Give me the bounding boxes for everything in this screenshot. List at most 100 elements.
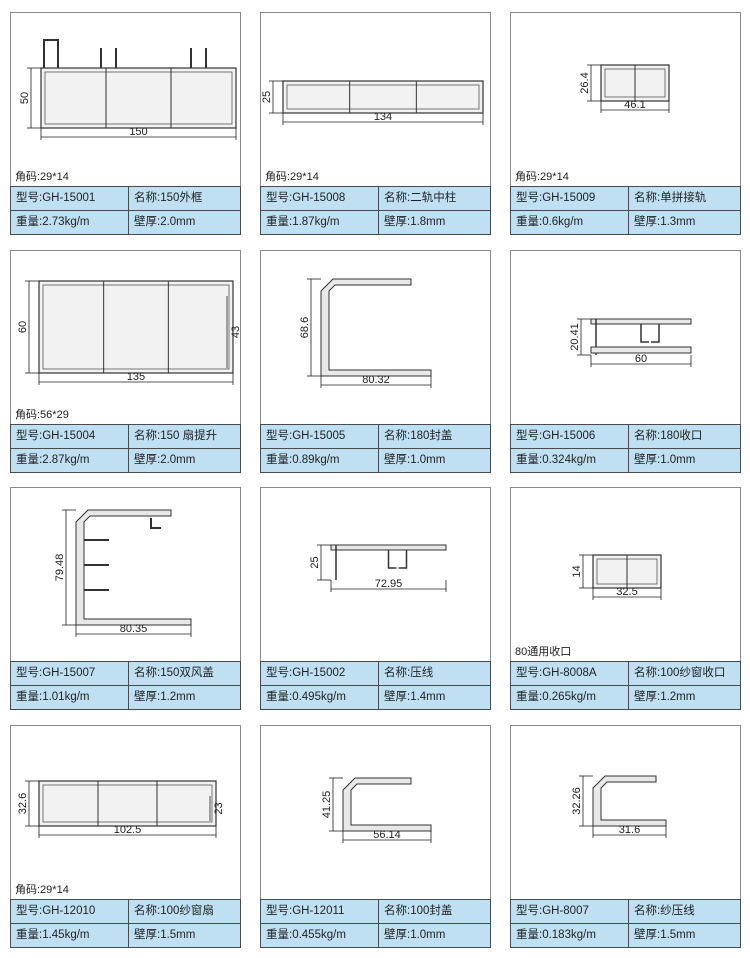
profile-shape	[40, 67, 237, 129]
product-name: 名称:180收口	[634, 429, 703, 442]
product-name: 名称:单拼接轨	[634, 192, 707, 204]
weight: 重量:2.73kg/m	[11, 211, 129, 234]
product-name: 名称:压线	[384, 667, 434, 679]
product-name: 名称:100纱窗扇	[134, 904, 214, 917]
product-name: 名称:180封盖	[384, 429, 453, 442]
profile-shape	[38, 779, 217, 827]
dimension-height: 26.4	[579, 72, 591, 93]
model-number: 型号:GH-12010	[11, 899, 129, 923]
product-card: 14 32.5 80通用收口 型号:GH-8008A 名称:100纱窗收口 重量:0.…	[510, 487, 741, 710]
weight: 重量:0.455kg/m	[261, 923, 379, 947]
weight: 重量:0.89kg/m	[261, 448, 379, 472]
dimension-height: 60	[17, 320, 29, 332]
dimension-inner: 23	[213, 802, 225, 814]
wall-thickness: 壁厚:1.2mm	[634, 691, 696, 703]
dimension-height: 41.25	[321, 790, 333, 818]
profile-shape	[590, 318, 692, 324]
product-name: 名称:150 扇提升	[134, 429, 218, 442]
profile-shape	[320, 278, 432, 376]
profile-shape	[38, 279, 234, 374]
profile-shape	[342, 777, 432, 831]
weight: 重量:1.01kg/m	[11, 686, 129, 709]
dimension-height: 25	[309, 556, 321, 568]
spec-table: 型号:GH-12011 名称:100封盖 重量:0.455kg/m 壁厚:1.0mm	[260, 898, 491, 948]
dimension-width: 80.32	[362, 374, 390, 386]
profile-shape	[75, 509, 192, 626]
product-name: 名称:150外框	[134, 192, 203, 204]
dimension-width: 31.6	[619, 824, 640, 836]
spec-table: 型号:GH-15009 名称:单拼接轨 重量:0.6kg/m 壁厚:1.3mm	[510, 186, 741, 235]
profile-shape	[282, 80, 484, 114]
dimension-height: 68.6	[299, 316, 311, 337]
dimension-width: 60	[635, 353, 647, 365]
dimension-width: 134	[374, 111, 392, 123]
model-number: 型号:GH-15002	[261, 662, 379, 685]
model-number: 型号:GH-15001	[11, 187, 129, 210]
dimension-height: 32.26	[571, 787, 583, 815]
model-number: 型号:GH-15009	[511, 187, 629, 210]
corner-code-label: 角码:29*14	[265, 171, 319, 183]
profile-drawing: 32.26 31.6	[511, 726, 740, 899]
dimension-width: 150	[129, 126, 147, 138]
model-number: 型号:GH-15008	[261, 187, 379, 210]
weight: 重量:0.6kg/m	[511, 211, 629, 234]
corner-code-label: 80通用收口	[515, 646, 572, 658]
dimension-width: 32.5	[616, 586, 637, 598]
product-card: 20.41 60 型号:GH-15006 名称:180收口 重量:0.324kg/m…	[510, 249, 741, 473]
profile-drawing: 14 32.5 80通用收口	[511, 488, 740, 661]
product-name: 名称:100纱窗收口	[634, 667, 726, 679]
wall-thickness: 壁厚:1.3mm	[634, 216, 696, 228]
product-name: 名称:纱压线	[634, 904, 695, 917]
model-number: 型号:GH-8008A	[511, 662, 629, 685]
corner-code-label: 角码:29*14	[515, 171, 569, 183]
wall-thickness: 壁厚:1.0mm	[384, 928, 446, 941]
spec-table: 型号:GH-15001 名称:150外框 重量:2.73kg/m 壁厚:2.0mm	[10, 186, 241, 235]
spec-table: 型号:GH-8008A 名称:100纱窗收口 重量:0.265kg/m 壁厚:1.2…	[510, 661, 741, 710]
dimension-height: 32.6	[17, 792, 29, 813]
product-name: 名称:二轨中柱	[384, 192, 457, 204]
weight: 重量:0.324kg/m	[511, 448, 629, 472]
weight: 重量:1.45kg/m	[11, 923, 129, 947]
wall-thickness: 壁厚:2.0mm	[134, 453, 196, 466]
weight: 重量:0.183kg/m	[511, 923, 629, 947]
wall-thickness: 壁厚:1.0mm	[634, 453, 696, 466]
wall-thickness: 壁厚:1.2mm	[134, 691, 196, 703]
model-number: 型号:GH-12011	[261, 899, 379, 923]
dimension-height: 20.41	[569, 323, 581, 351]
model-number: 型号:GH-15006	[511, 424, 629, 448]
dimension-width: 72.95	[375, 578, 403, 590]
model-number: 型号:GH-8007	[511, 899, 629, 923]
dimension-height: 14	[571, 565, 583, 577]
model-number: 型号:GH-15005	[261, 424, 379, 448]
model-number: 型号:GH-15007	[11, 662, 129, 685]
dimension-width: 135	[127, 371, 145, 383]
model-number: 型号:GH-15004	[11, 424, 129, 448]
weight: 重量:2.87kg/m	[11, 448, 129, 472]
weight: 重量:0.265kg/m	[511, 686, 629, 709]
profile-shape	[330, 544, 447, 551]
wall-thickness: 壁厚:2.0mm	[134, 216, 196, 228]
dimension-height: 79.48	[54, 554, 66, 582]
dimension-width: 102.5	[114, 824, 142, 836]
product-name: 名称:100封盖	[384, 904, 453, 917]
profile-drawing: 25 72.95	[261, 488, 490, 661]
wall-thickness: 壁厚:1.4mm	[384, 691, 446, 703]
product-name: 名称:150双风盖	[134, 667, 214, 679]
corner-code-label: 角码:56*29	[15, 408, 69, 421]
dimension-height: 50	[19, 92, 31, 104]
